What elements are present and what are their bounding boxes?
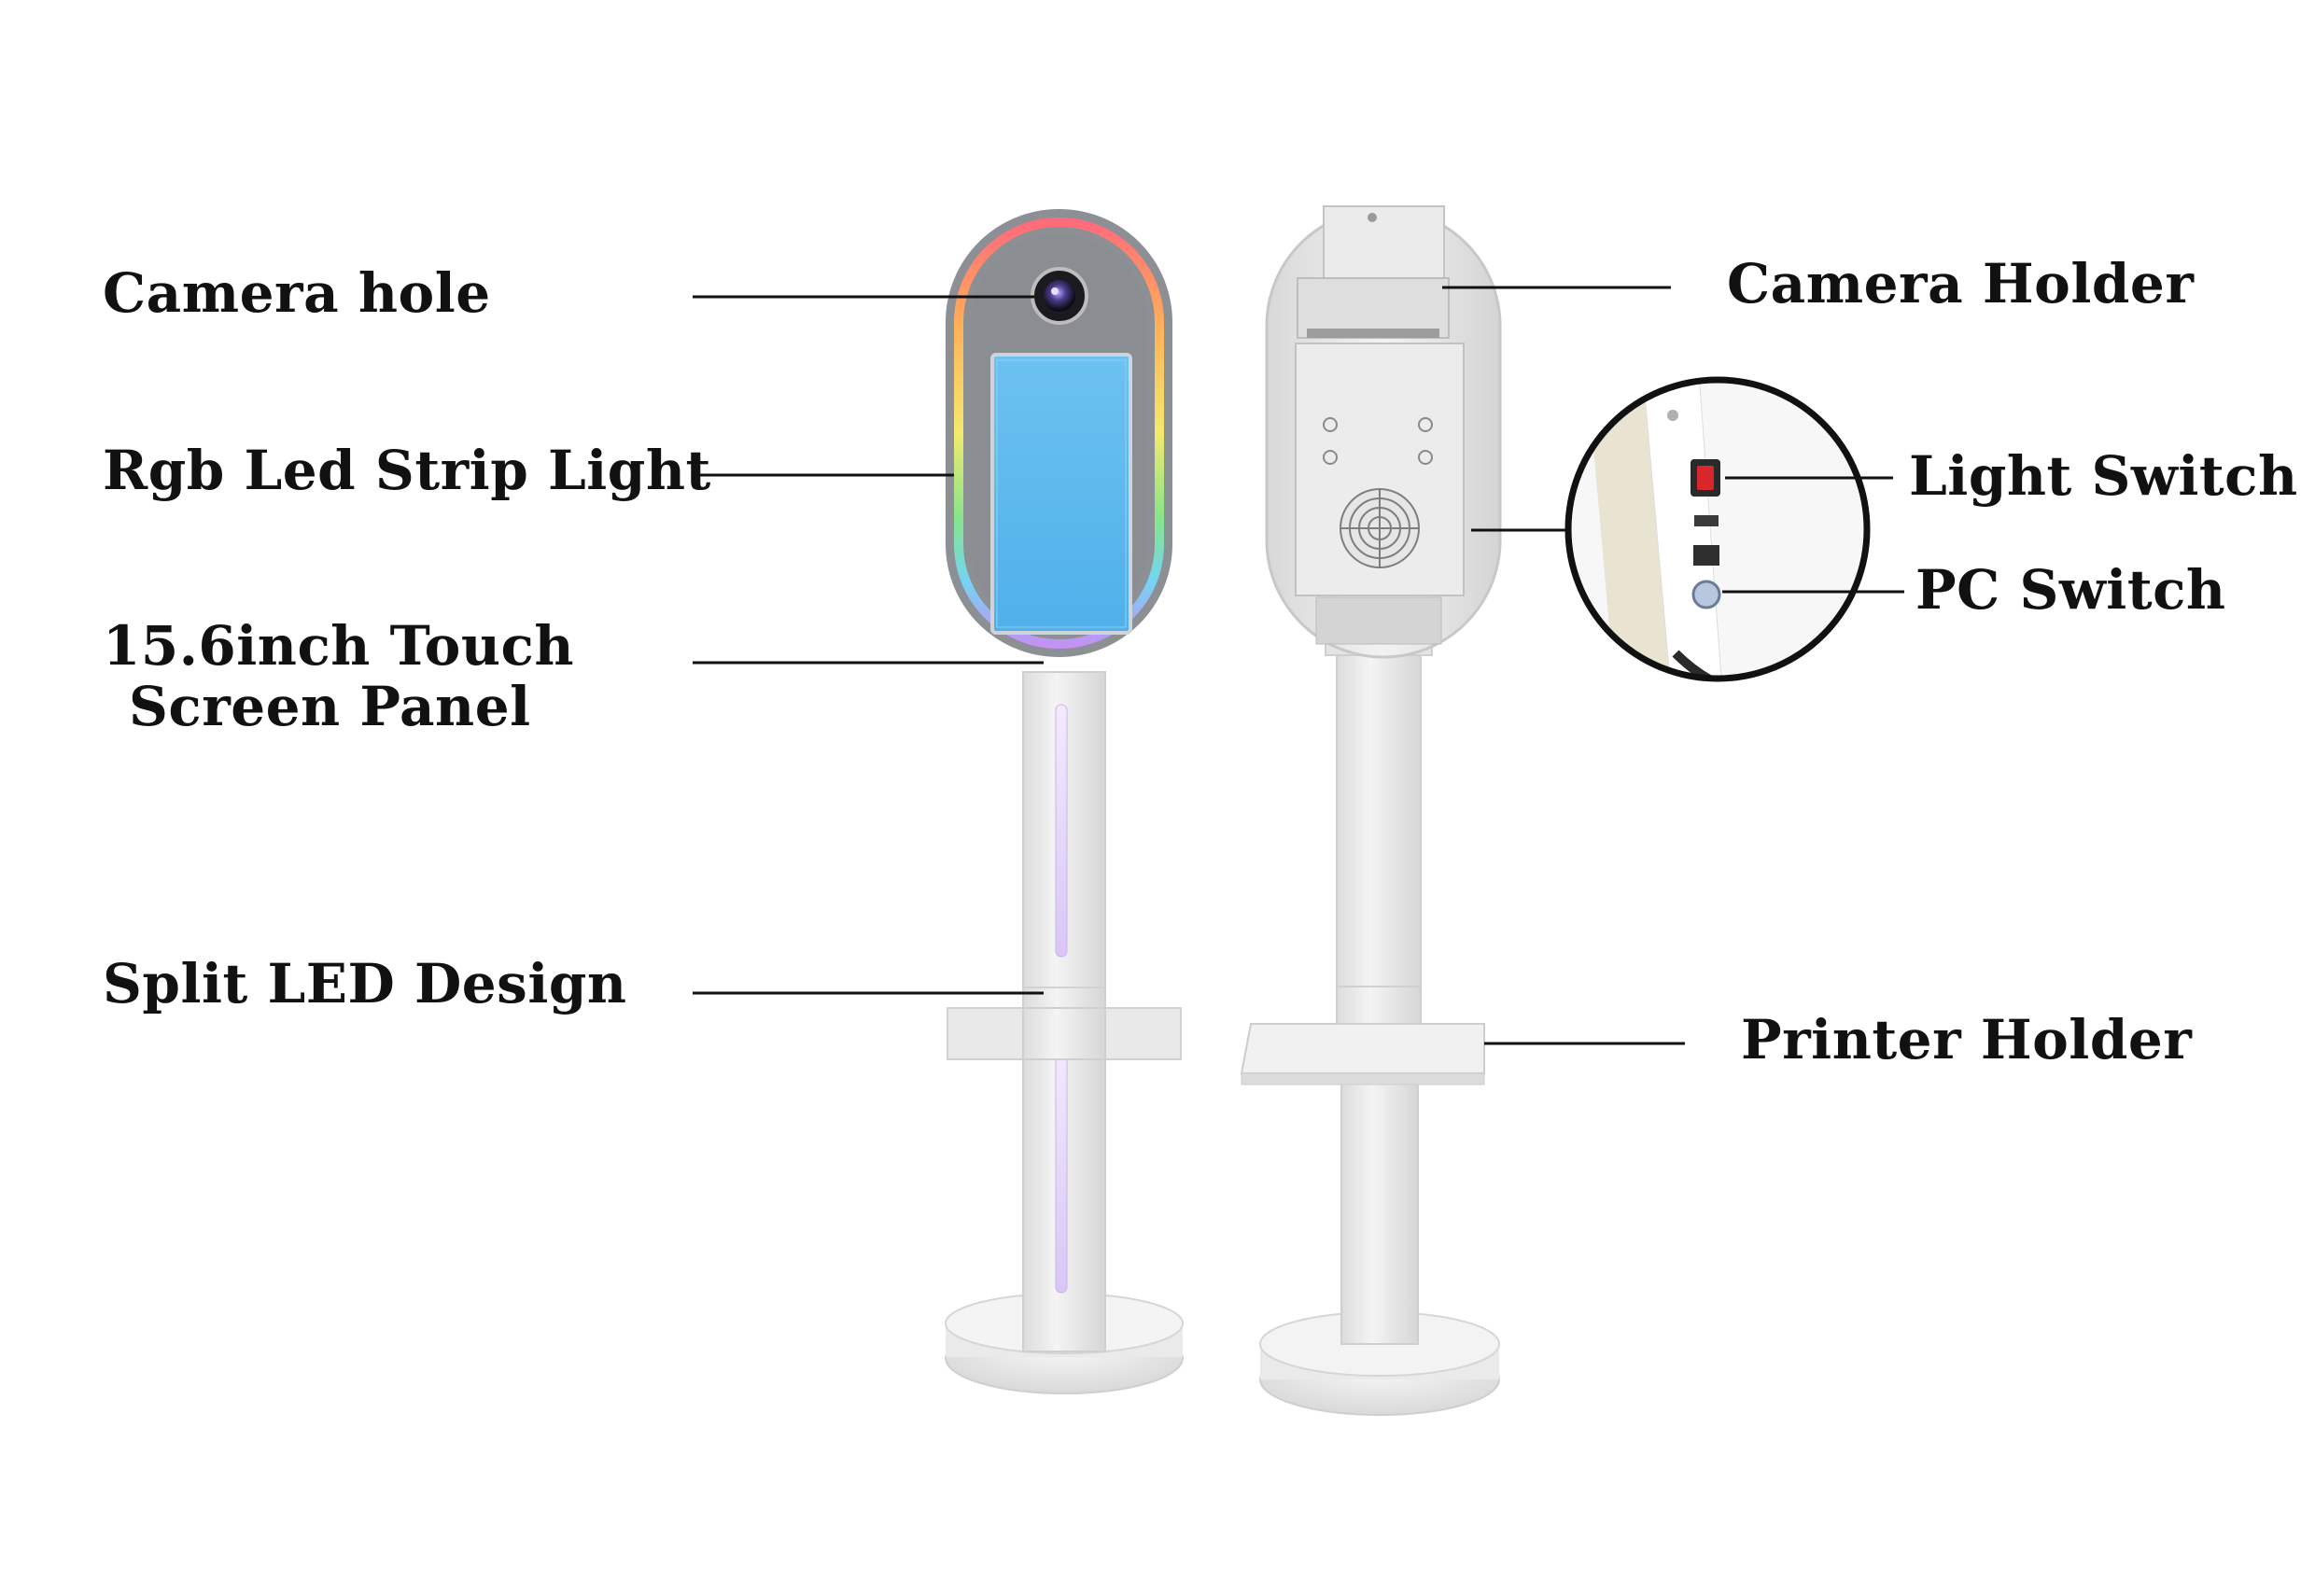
- label-camera-holder: Camera Holder: [1727, 252, 2195, 315]
- back-pole-upper: [1336, 652, 1422, 1025]
- back-kiosk: [1240, 205, 1502, 1416]
- label-printer-holder: Printer Holder: [1741, 1008, 2193, 1071]
- label-touch-screen-line1: 15.6inch Touch: [103, 614, 574, 678]
- label-camera-hole: Camera hole: [103, 261, 491, 325]
- touch-screen: [990, 353, 1132, 635]
- leader-lines: [693, 286, 1904, 1045]
- label-rgb-led-strip: Rgb Led Strip Light: [103, 439, 711, 502]
- camera-holder-bracket: [1323, 205, 1445, 282]
- usb-port-icon: [1694, 515, 1719, 526]
- switch-closeup: [1564, 376, 1871, 682]
- rgb-led-ring: [954, 217, 1164, 649]
- front-led-bar-lower: [1055, 1040, 1068, 1294]
- back-pole-lower: [1340, 1077, 1419, 1345]
- label-light-switch: Light Switch: [1909, 444, 2298, 508]
- front-led-bar-upper: [1055, 704, 1068, 958]
- front-kiosk: [945, 209, 1184, 1394]
- printer-shelf: [1240, 1023, 1485, 1085]
- front-shelf: [947, 1007, 1182, 1060]
- ethernet-port-icon: [1693, 545, 1719, 566]
- label-split-led: Split LED Design: [103, 952, 627, 1015]
- label-pc-switch: PC Switch: [1915, 558, 2226, 622]
- label-touch-screen-line2: Screen Panel: [129, 674, 531, 738]
- label-touch-screen: 15.6inch Touch Screen Panel: [103, 616, 574, 737]
- speaker-holes: [1323, 417, 1433, 465]
- fan-grille-icon: [1340, 488, 1420, 568]
- pc-switch-closeup: [1691, 580, 1721, 609]
